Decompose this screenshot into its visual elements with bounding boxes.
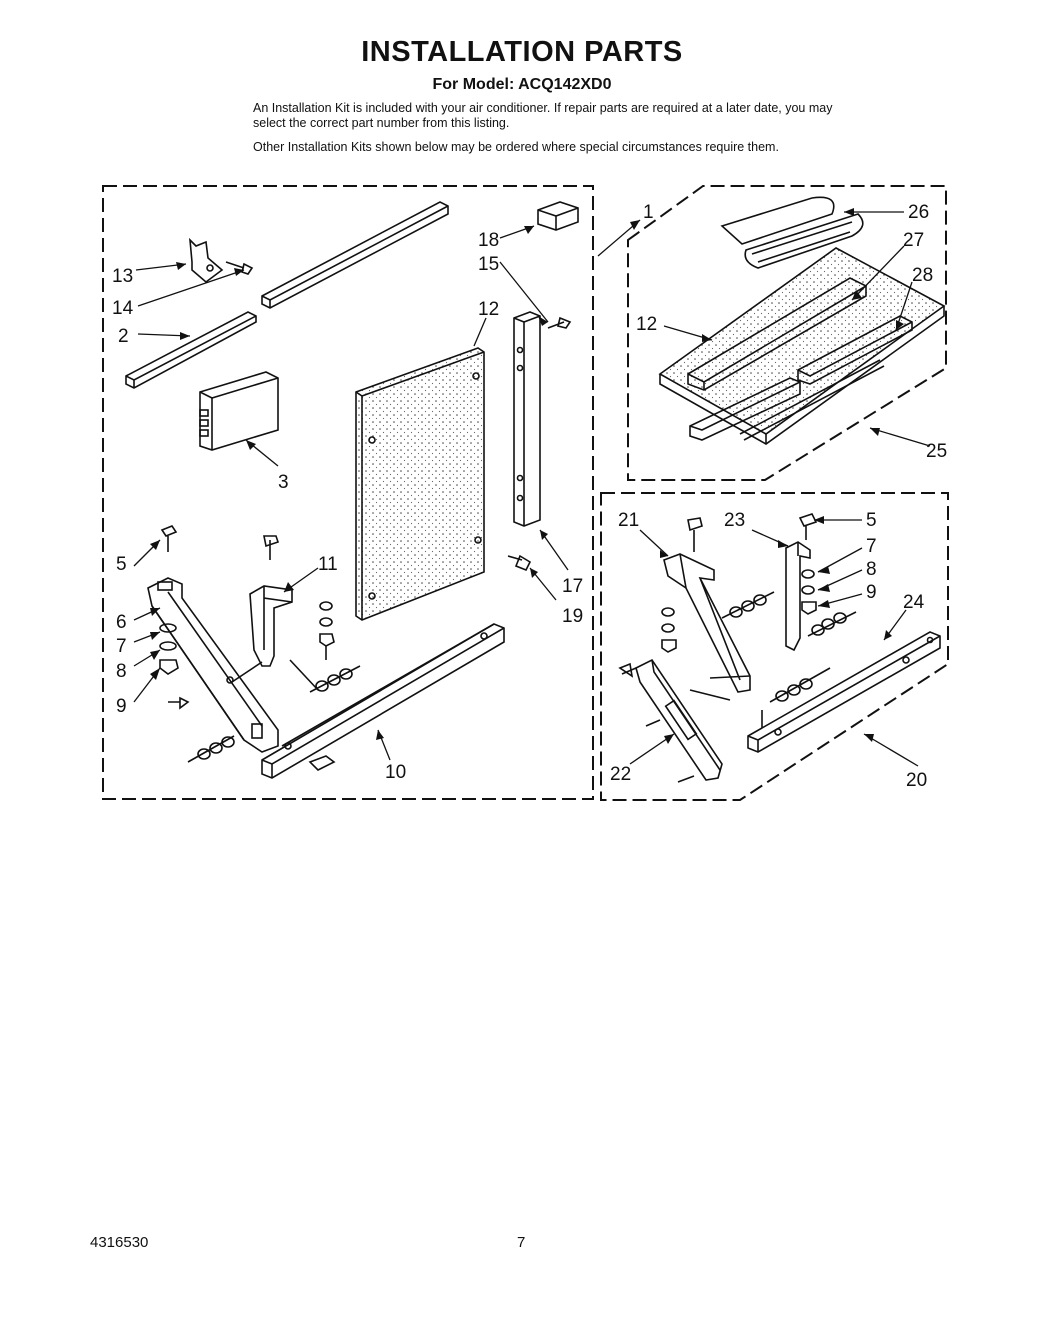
callout-28: 28: [912, 265, 933, 286]
callout-15: 15: [478, 254, 499, 275]
callout-12-main: 12: [478, 299, 499, 320]
callout-14: 14: [112, 298, 134, 319]
support-bracket-part: [249, 585, 293, 667]
callout-27: 27: [903, 230, 924, 251]
block-part: [537, 201, 579, 231]
callout-6: 6: [116, 612, 127, 633]
callout-20: 20: [906, 770, 927, 791]
callout-10: 10: [385, 762, 406, 783]
model-subtitle: For Model: ACQ142XD0: [432, 76, 612, 93]
vertical-channel-part: [513, 311, 541, 527]
seal-strip-part: [687, 277, 867, 391]
alternate-kit-box-upper: [627, 185, 947, 481]
angle-strip-part: [689, 377, 801, 441]
main-kit-box: [102, 185, 594, 800]
callout-8-alt: 8: [866, 559, 877, 580]
top-rail-part: [261, 201, 449, 309]
callout-7-alt: 7: [866, 536, 877, 557]
callout-5-alt: 5: [866, 510, 877, 531]
callout-23: 23: [724, 510, 745, 531]
callout-13: 13: [112, 266, 133, 287]
callout-19: 19: [562, 606, 583, 627]
intro-paragraph-other-kits: Other Installation Kits shown below may …: [253, 140, 779, 154]
callout-18: 18: [478, 230, 499, 251]
callout-22: 22: [610, 764, 631, 785]
insulation-panel-part: [355, 347, 485, 621]
callout-1: 1: [643, 202, 654, 223]
document-number: 4316530: [90, 1234, 149, 1251]
callout-2: 2: [118, 326, 129, 347]
gasket-loop-part: [720, 196, 864, 269]
callout-26: 26: [908, 202, 929, 223]
callout-5-main: 5: [116, 554, 127, 575]
alt-bottom-rail-part: [747, 631, 941, 753]
callout-21: 21: [618, 510, 639, 531]
callout-9-main: 9: [116, 696, 127, 717]
callout-7-main: 7: [116, 636, 127, 657]
callout-25: 25: [926, 441, 947, 462]
page-title: INSTALLATION PARTS: [361, 36, 683, 68]
page-number: 7: [517, 1234, 526, 1251]
bracket-part: [189, 237, 254, 284]
intro-paragraph-kit: An Installation Kit is included with you…: [253, 101, 833, 130]
alternate-kit-box-lower: [600, 492, 949, 801]
callout-11: 11: [318, 554, 338, 575]
callout-12-alt: 12: [636, 314, 657, 335]
callout-17: 17: [562, 576, 583, 597]
side-rail-part: [125, 311, 257, 389]
callout-24: 24: [903, 592, 925, 613]
alt-support-bracket-part: [785, 541, 811, 652]
callout-9-alt: 9: [866, 582, 877, 603]
foam-seal-part: [199, 371, 279, 451]
callout-8-main: 8: [116, 661, 127, 682]
lower-brace-part: [635, 658, 723, 781]
callout-3: 3: [278, 472, 289, 493]
bottom-rail-part: [261, 623, 505, 779]
